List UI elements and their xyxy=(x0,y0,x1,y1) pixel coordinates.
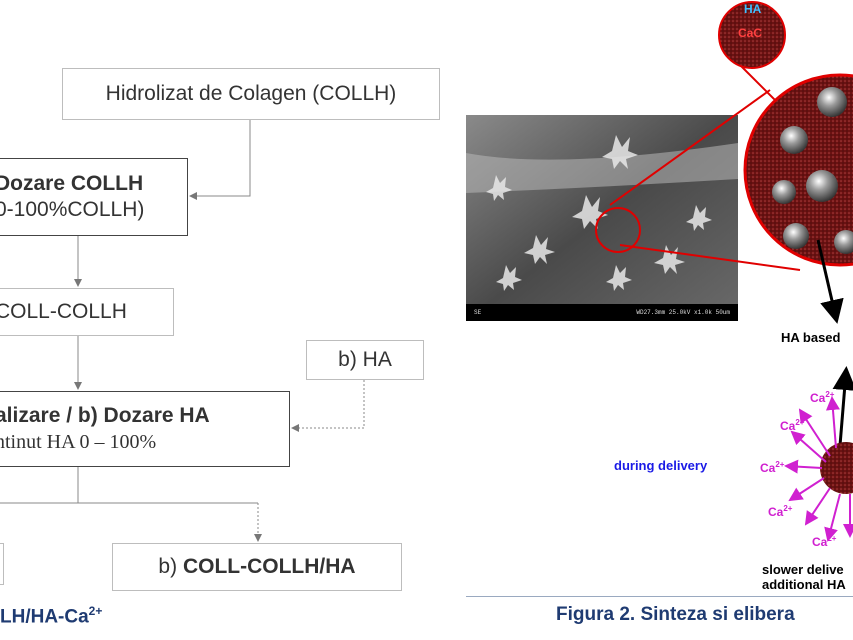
during-delivery-label: during delivery xyxy=(614,458,708,473)
sem-micrograph: SE WD27.3mm 25.0kV x1.0k 50um xyxy=(466,115,738,321)
product-b-name: COLL-COLLH/HA xyxy=(182,555,356,578)
sem-scale-bar: SE WD27.3mm 25.0kV x1.0k 50um xyxy=(466,304,738,321)
dosing-box: Dozare COLLH 0-100%COLLH) xyxy=(0,158,188,236)
ca-ion-1: Ca2+ xyxy=(810,390,835,405)
small-zoom-circle xyxy=(718,1,786,69)
mineralization-box: alizare / b) Dozare HA ntinut HA 0 – 100… xyxy=(0,391,290,467)
mineralization-range: ntinut HA 0 – 100% xyxy=(0,431,157,453)
connector-start-to-dosing xyxy=(189,120,251,200)
product-a-box-partial xyxy=(0,543,4,585)
ca-ion-4: Ca2+ xyxy=(768,504,793,519)
slower-line-1: slower delive xyxy=(762,562,844,577)
bottom-left-caption: LH/HA-Ca2+ xyxy=(0,604,102,628)
coll-box: COLL-COLLH xyxy=(0,288,174,336)
start-box: Hidrolizat de Colagen (COLLH) xyxy=(62,68,440,120)
zoom-line-top xyxy=(609,89,771,206)
ha-input-label: b) HA xyxy=(338,348,392,371)
dosing-box-title: Dozare COLLH xyxy=(0,172,144,195)
figure-caption: Figura 2. Sinteza si elibera xyxy=(556,604,795,625)
sem-texture xyxy=(466,115,738,321)
caption-divider xyxy=(466,596,853,597)
zoom-line-bottom xyxy=(619,244,801,271)
bottom-left-caption-main: LH/HA-Ca xyxy=(0,606,89,628)
start-box-label: Hidrolizat de Colagen (COLLH) xyxy=(105,82,397,105)
slower-line-2: additional HA xyxy=(762,577,846,592)
ha-input-box: b) HA xyxy=(306,340,424,380)
bottom-left-caption-sup: 2+ xyxy=(88,604,103,618)
connector-ha-to-mineral xyxy=(291,380,365,432)
zoom-label-cac: CaC xyxy=(738,26,763,40)
arrow-to-ha-based xyxy=(816,239,844,324)
ha-spheres xyxy=(772,87,853,254)
dosing-box-range: 0-100%COLLH) xyxy=(0,198,145,221)
ca-ion-3: Ca2+ xyxy=(760,460,785,475)
zoom-label-ha: HA xyxy=(744,2,762,16)
sem-scale-right: WD27.3mm 25.0kV x1.0k 50um xyxy=(636,309,730,316)
big-zoom-circle xyxy=(743,73,853,267)
slower-delivery-label: slower delive additional HA xyxy=(762,562,846,592)
coll-box-label: COLL-COLLH xyxy=(0,300,127,323)
ca-ion-5: Ca2+ xyxy=(812,534,837,549)
sem-scale-left: SE xyxy=(474,309,482,316)
product-b-box: b) COLL-COLLH/HA xyxy=(112,543,402,591)
ion-arrows xyxy=(784,396,853,542)
mineralization-title: alizare / b) Dozare HA xyxy=(0,404,210,427)
product-b-prefix: b) xyxy=(158,555,183,578)
ha-based-label: HA based xyxy=(781,330,841,345)
ca-ion-2: Ca2+ xyxy=(780,418,805,433)
